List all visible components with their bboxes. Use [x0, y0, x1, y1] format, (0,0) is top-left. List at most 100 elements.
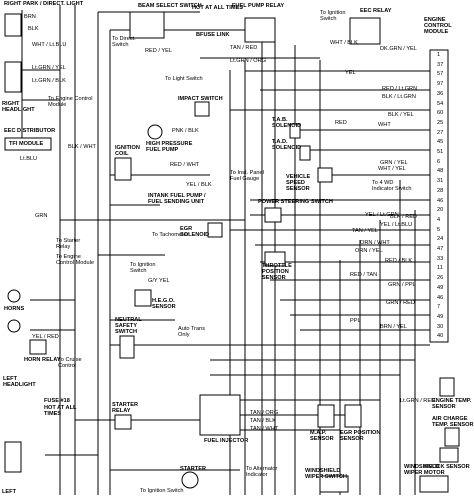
label-right-headlight: RIGHT HEADLIGHT: [2, 101, 35, 113]
wire-yel-lt-blu: YEL / Lt.BLU: [380, 222, 413, 228]
wire-orn-yel: ORN / YEL: [355, 248, 383, 254]
ecm-pin-16: 20: [437, 207, 444, 214]
wire-dk-grn-yel: DK.GRN / YEL: [380, 46, 417, 52]
label-fuel-pump-relay: FUEL PUMP RELAY: [232, 3, 285, 9]
fuel-pump-motor: [147, 124, 163, 140]
wire-yel-blk: YEL / BLK: [186, 182, 212, 188]
label-fuel-injector: FUEL INJECTOR: [204, 438, 249, 444]
ecm-pin-0: 1: [437, 52, 441, 58]
hego-box: [134, 289, 152, 307]
ecm-pin-6: 60: [437, 110, 444, 117]
label-impact-switch: IMPACT SWITCH: [178, 96, 223, 102]
ecm-pin-13: 31: [437, 178, 444, 185]
label-hot-at-all-times-2: HOT AT ALL TIMES: [44, 405, 77, 417]
air-charge-box: [444, 427, 460, 447]
starter-motor: [181, 471, 199, 489]
right-headlight-lamp: [4, 61, 22, 93]
wire-wht-yel: WHT / YEL: [378, 166, 406, 172]
ecm-connector: [429, 49, 449, 343]
label-hego: H.E.G.O. SENSOR: [152, 298, 176, 310]
label-tfi-module: TFI MODULE: [9, 141, 44, 147]
label-knock: KNOCK SENSOR: [424, 464, 470, 470]
ecm-pin-27: 49: [437, 313, 444, 320]
label-beam-select-switch: BEAM SELECT SWITCH: [138, 3, 202, 9]
wire-blk-red: BLK / RED: [390, 214, 418, 220]
horn-2: [7, 319, 21, 333]
note-to-ignition-switch-top: To Ignition Switch: [320, 10, 346, 22]
tab-solenoid-box: [289, 123, 301, 139]
ecm-pin-12: 48: [437, 168, 444, 175]
engine-temp-box: [439, 377, 455, 397]
ecm-pin-7: 25: [437, 119, 444, 126]
wiper-switch-box: [319, 475, 349, 493]
label-wiper-motor: WINDSHIELD WIPER MOTOR: [404, 464, 445, 476]
left-headlight-lamp: [4, 441, 22, 473]
label-wiper-switch: WINDSHIELD WIPER SWITCH: [305, 468, 347, 480]
nss-box: [119, 335, 135, 359]
label-egr-solenoid: EGR SOLENOID: [180, 226, 210, 238]
tps-box: [264, 251, 286, 267]
ecm-pin-26: 7: [437, 304, 441, 311]
wire-grn-red: GRN / RED: [386, 300, 415, 306]
note-to-starter-relay: To Starter Relay: [56, 238, 81, 250]
wire-traces: [21, 5, 430, 495]
wire-blk-lt-grn: BLK / Lt.GRN: [382, 94, 416, 100]
wire-lt-blu: Lt.BLU: [20, 156, 38, 162]
wire-blk-wht: BLK / WHT: [68, 144, 96, 150]
note-to-direct-switch: To Direct. Switch: [112, 36, 136, 48]
wire-blk-yel: BLK / YEL: [388, 112, 414, 118]
ecm-pin-14: 28: [437, 187, 444, 194]
ecm-pin-5: 54: [437, 100, 444, 107]
fuel-injector-block: [199, 394, 241, 436]
note-to-ignition-switch-bottom: To Ignition Switch: [140, 488, 184, 494]
ecm-pin-29: 40: [437, 333, 444, 340]
wire-lt-grn-blk: Lt.GRN / BLK: [32, 78, 66, 84]
wire-brn-yel: BRN / YEL: [380, 324, 407, 330]
wire-grn: GRN: [35, 213, 48, 219]
label-tab-solenoid: T.A.B. SOLENOID: [272, 117, 302, 129]
ecm-pin-23: 26: [437, 275, 444, 282]
ecm-pin-21: 33: [437, 255, 444, 262]
label-tad-solenoid: T.A.D. SOLENOID: [272, 139, 302, 151]
wire-grn-yel: GRN / YEL: [380, 160, 408, 166]
wire-red-yel: RED / YEL: [145, 48, 172, 54]
wire-red: RED: [335, 120, 347, 126]
ecm-pin-15: 46: [437, 197, 444, 204]
wire-ppl: PPL: [350, 318, 361, 324]
label-intank-fuel-pump: INTANK FUEL PUMP / FUEL SENDING UNIT: [148, 193, 206, 205]
label-egr-pos-sensor: EGR POSITION SENSOR: [340, 430, 381, 442]
wire-blk: BLK: [28, 26, 39, 32]
ecm-pin-11: 6: [437, 158, 441, 165]
ecm-pin-9: 45: [437, 139, 444, 146]
label-tps: THROTTLE POSITION SENSOR: [262, 263, 292, 281]
wiper-motor-box: [419, 475, 449, 493]
label-eec-relay: EEC RELAY: [360, 8, 392, 14]
wire-tan-wht: TAN / WHT: [250, 426, 279, 432]
wire-wht-blk: WHT / BLK: [330, 40, 358, 46]
wire-brn: BRN: [24, 14, 36, 20]
note-to-ignition-switch-mid: To Ignition Switch: [130, 262, 156, 274]
wire-tan-blk: TAN / BLK: [250, 418, 277, 424]
ecm-pin-4: 36: [437, 90, 444, 97]
ecm-pin-8: 27: [437, 129, 444, 136]
map-sensor-box: [317, 404, 335, 428]
impact-switch-box: [194, 101, 210, 117]
note-to-ecm: To Engine Control Module: [48, 96, 93, 108]
ecm-pin-20: 47: [437, 246, 444, 252]
wire-yel-red: YEL / RED: [32, 334, 59, 340]
label-auto-trans: Auto Trans Only: [178, 326, 206, 338]
note-to-ecm-2: To Engine Control Module: [56, 254, 94, 266]
ecm-pin-19: 24: [437, 236, 444, 243]
ecm-pin-25: 46: [437, 294, 444, 301]
ecm-pin-1: 37: [437, 61, 444, 68]
knock-box: [439, 447, 459, 463]
label-horn-relay: HORN RELAY: [24, 357, 61, 363]
egr-pos-sensor-box: [344, 404, 362, 428]
wire-wht-lt-blu: WHT / Lt.BLU: [32, 42, 67, 48]
label-engine-temp: ENGINE TEMP. SENSOR: [432, 398, 472, 410]
label-eec-distributor: EEC DISTRIBUTOR: [4, 128, 56, 134]
vss-box: [317, 167, 333, 183]
label-fuse-18: FUSE #18: [44, 398, 70, 404]
label-horns: HORNS: [4, 306, 25, 312]
eec-distributor-box: [4, 137, 52, 151]
